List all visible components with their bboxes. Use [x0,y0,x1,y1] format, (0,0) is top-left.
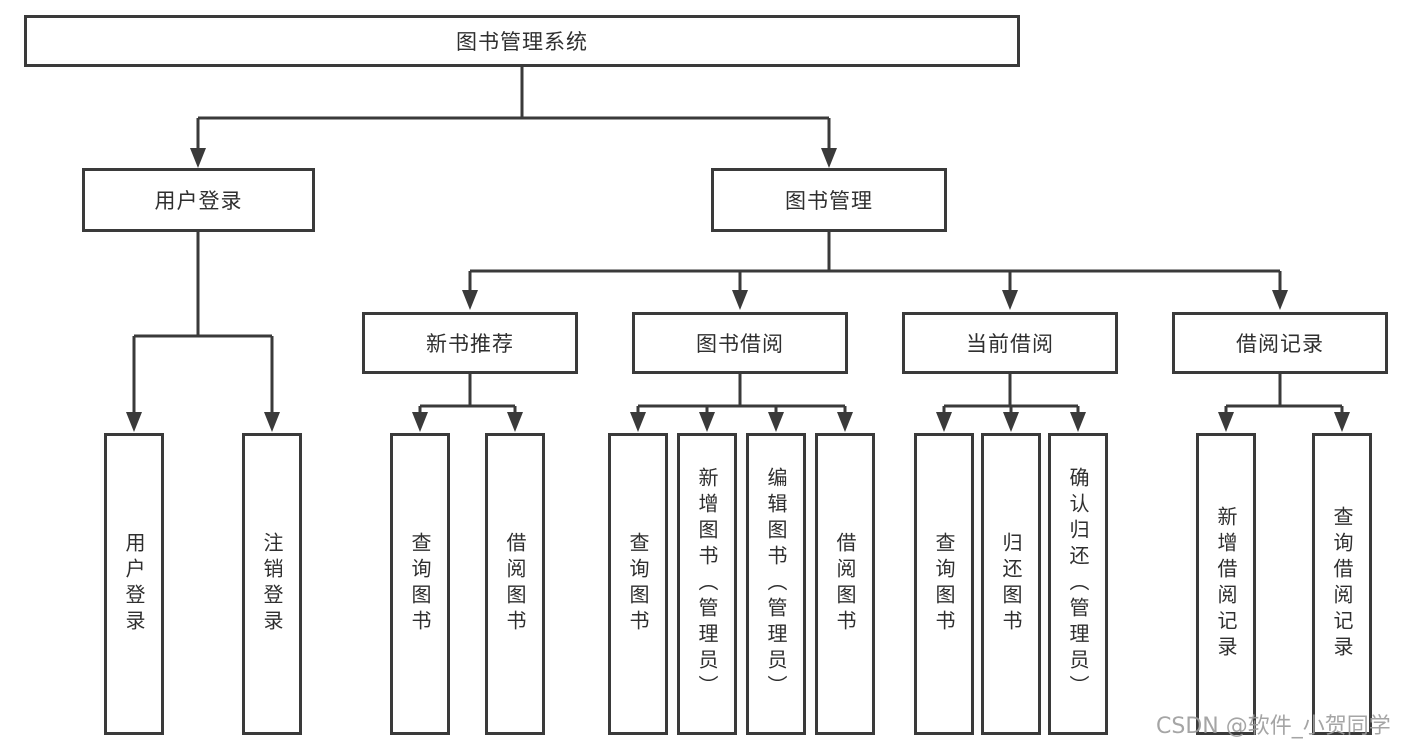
leaf-user-login: 用户登录 [104,433,164,735]
node-root-label: 图书管理系统 [456,30,588,54]
leaf-confirm-return-admin-label: 确认归还（管理员） [1066,467,1090,701]
leaf-recommend-borrow-books-label: 借阅图书 [503,532,527,636]
leaf-query-borrow-record-label: 查询借阅记录 [1330,506,1354,662]
leaf-recommend-borrow-books: 借阅图书 [485,433,545,735]
leaf-borrow-books-label: 借阅图书 [833,532,857,636]
leaf-add-books-admin-label: 新增图书（管理员） [695,467,719,701]
leaf-query-borrow-record: 查询借阅记录 [1312,433,1372,735]
arrowheads [126,148,1350,432]
node-user-login: 用户登录 [82,168,315,232]
node-current-borrow: 当前借阅 [902,312,1118,374]
leaf-recommend-query-books: 查询图书 [390,433,450,735]
node-borrow-records: 借阅记录 [1172,312,1388,374]
tree-edges [132,67,1344,416]
leaf-recommend-query-books-label: 查询图书 [408,532,432,636]
leaf-return-books: 归还图书 [981,433,1041,735]
leaf-add-borrow-record-label: 新增借阅记录 [1214,506,1238,662]
leaf-current-query-books: 查询图书 [914,433,974,735]
node-borrow-records-label: 借阅记录 [1236,332,1324,356]
csdn-watermark: CSDN @软件_小贺同学 [1156,714,1391,739]
node-current-borrow-label: 当前借阅 [966,332,1054,356]
leaf-confirm-return-admin: 确认归还（管理员） [1048,433,1108,735]
node-root: 图书管理系统 [24,15,1020,67]
node-user-login-label: 用户登录 [154,189,243,213]
leaf-edit-books-admin-label: 编辑图书（管理员） [764,467,788,701]
leaf-borrow-books: 借阅图书 [815,433,875,735]
leaf-current-query-books-label: 查询图书 [932,532,956,636]
leaf-add-books-admin: 新增图书（管理员） [677,433,737,735]
leaf-edit-books-admin: 编辑图书（管理员） [746,433,806,735]
leaf-logout-label: 注销登录 [260,532,284,636]
node-new-book-recommend: 新书推荐 [362,312,578,374]
leaf-user-login-label: 用户登录 [122,532,146,636]
node-book-management: 图书管理 [711,168,947,232]
leaf-return-books-label: 归还图书 [999,532,1023,636]
leaf-borrow-query-books-label: 查询图书 [626,532,650,636]
leaf-borrow-query-books: 查询图书 [608,433,668,735]
leaf-add-borrow-record: 新增借阅记录 [1196,433,1256,735]
node-book-management-label: 图书管理 [785,189,873,213]
node-book-borrow-label: 图书借阅 [696,332,784,356]
leaf-logout: 注销登录 [242,433,302,735]
node-new-book-recommend-label: 新书推荐 [426,332,514,356]
node-book-borrow: 图书借阅 [632,312,848,374]
